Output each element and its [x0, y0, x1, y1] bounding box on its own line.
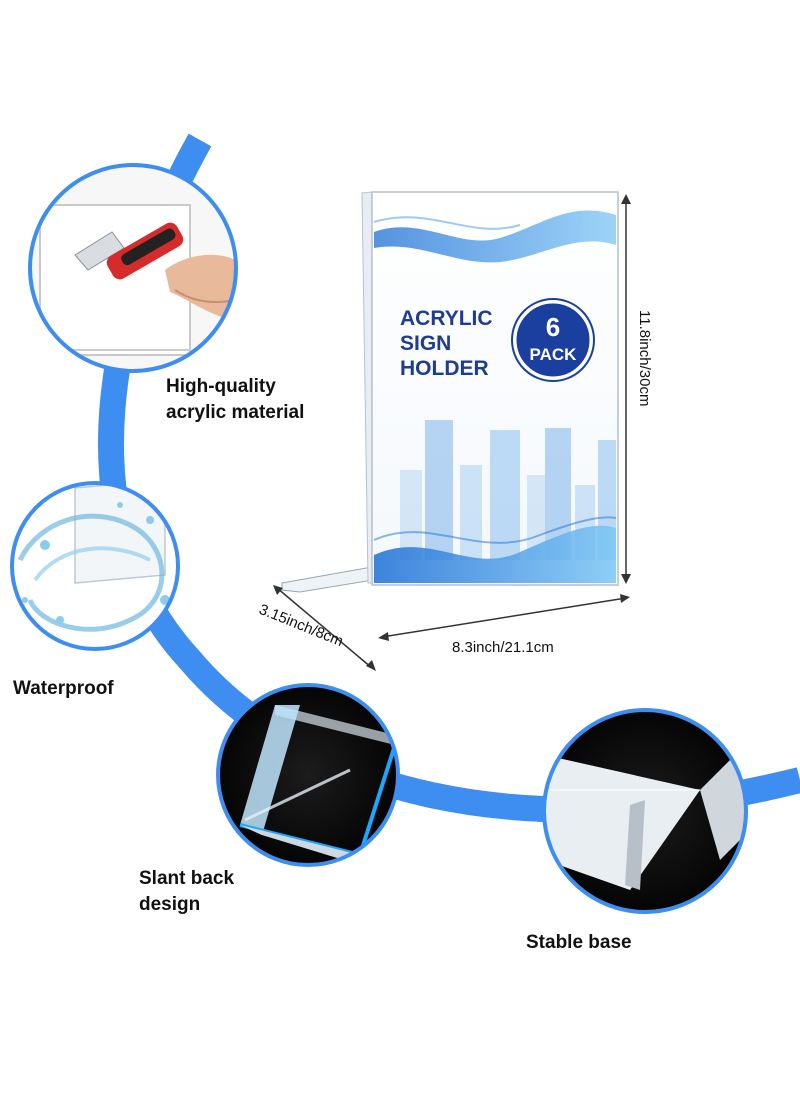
sign-holder-product: ACRYLIC SIGN HOLDER 6 PACK A4	[281, 191, 619, 619]
caption-waterproof: Waterproof	[13, 678, 114, 699]
height-dimension: 11.8inch/30cm	[621, 194, 653, 584]
width-label: 8.3inch/21.1cm	[452, 639, 554, 656]
sign-title-line2: SIGN	[400, 332, 451, 355]
sign-title-line1: ACRYLIC	[400, 307, 493, 330]
sign-title-line3: HOLDER	[400, 357, 489, 380]
width-dimension: 8.3inch/21.1cm	[378, 594, 630, 656]
caption-stable-base: Stable base	[526, 932, 632, 953]
caption-slant-back: Slant back design	[139, 868, 235, 915]
pack-badge: 6 PACK	[511, 298, 595, 382]
caption-acrylic-material: High-quality acrylic material	[166, 376, 305, 423]
feature-circle-waterproof	[10, 481, 180, 651]
feature-circle-acrylic	[28, 163, 238, 373]
feature-circle-stable-base	[542, 708, 748, 914]
bottom-wave-graphic	[374, 525, 616, 583]
cutter-knife-icon	[74, 222, 236, 320]
feature-circle-slant	[216, 683, 400, 867]
depth-dimension: 3.15inch/8cm	[257, 585, 376, 671]
height-label: 11.8inch/30cm	[636, 310, 653, 406]
badge-label: PACK	[530, 345, 578, 364]
sign-size-label: A4	[400, 586, 439, 619]
badge-number: 6	[546, 312, 560, 342]
top-wave-graphic	[374, 210, 616, 263]
